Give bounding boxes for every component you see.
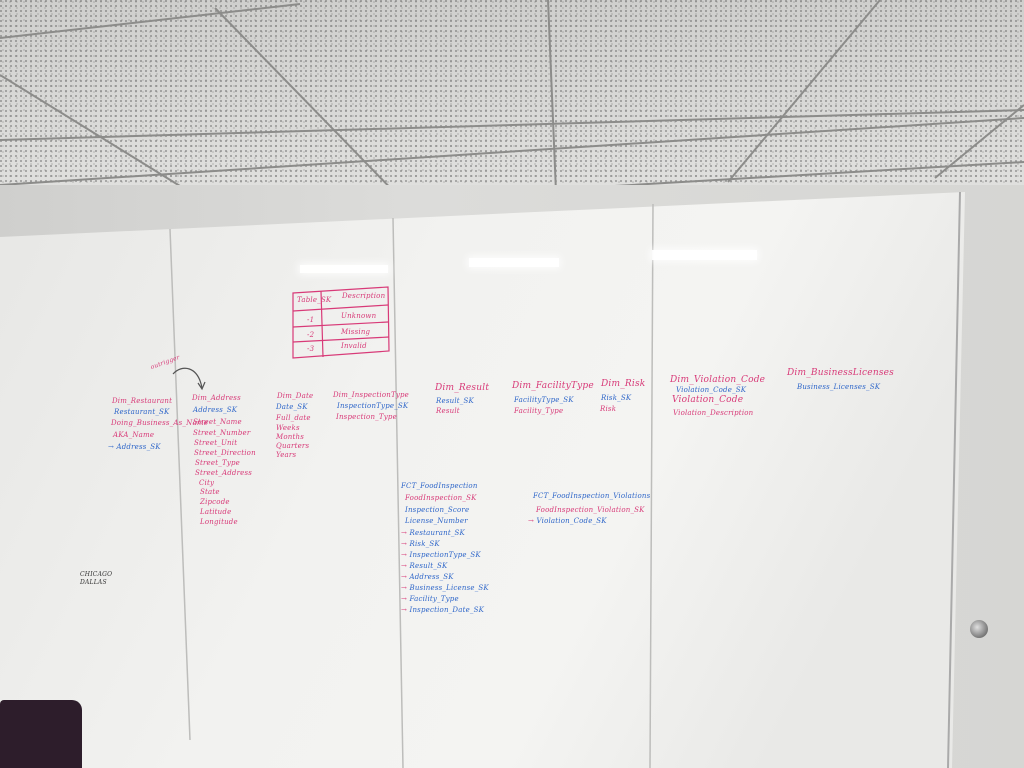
dim-address-field: Street_Number	[193, 429, 251, 437]
corner-note: DALLAS	[80, 579, 107, 586]
door-knob	[970, 620, 988, 638]
table-cell: Invalid	[341, 342, 367, 350]
whiteboard-panels	[0, 192, 965, 768]
fct-foodinspection-fk: → Inspection_Date_SK	[401, 606, 485, 614]
fct-foodinspection-fk: → Business_License_SK	[401, 584, 489, 592]
fct-violations-sk: FoodInspection_Violation_SK	[536, 506, 645, 514]
dim-address-field: Street_Unit	[194, 439, 238, 447]
dim-address-field: City	[199, 479, 215, 487]
dim-risk-field: Risk	[600, 405, 617, 413]
dim-facilitytype-sk: FacilityType_SK	[514, 396, 574, 404]
dim-date-field: Weeks	[276, 424, 300, 432]
dim-restaurant-field: Doing_Business_As_Name	[111, 419, 208, 427]
table-header-2: Description	[342, 292, 386, 300]
lookup-table-grid	[292, 286, 390, 359]
fct-foodinspection-field: Inspection_Score	[405, 506, 470, 514]
dim-date-field: Quarters	[276, 442, 310, 450]
fct-foodinspection-fk: → Address_SK	[401, 573, 454, 581]
dim-date-sk: Date_SK	[276, 403, 308, 411]
table-cell: -1	[307, 316, 315, 324]
dim-violationcode-title: Dim_Violation_Code	[670, 375, 766, 385]
dim-violationcode-field: Violation_Code	[672, 395, 744, 405]
chair	[0, 700, 82, 768]
dim-result-field: Result	[436, 407, 460, 415]
dim-date-title: Dim_Date	[277, 392, 314, 400]
dim-violationcode-sk: Violation_Code_SK	[676, 386, 747, 394]
light-reflection	[469, 258, 559, 267]
fct-foodinspection-fk: → InspectionType_SK	[401, 551, 481, 559]
dim-address-sk: Address_SK	[193, 406, 238, 414]
fct-foodinspection-title: FCT_FoodInspection	[401, 482, 478, 490]
dim-date-field: Months	[276, 433, 305, 441]
dim-facilitytype-title: Dim_FacilityType	[512, 381, 594, 391]
dim-date-field: Years	[276, 451, 297, 459]
dim-restaurant-field: AKA_Name	[113, 431, 155, 439]
dim-address-field: Street_Type	[195, 459, 240, 467]
dim-inspectiontype-title: Dim_InspectionType	[333, 391, 410, 399]
whiteboard	[0, 192, 965, 768]
table-cell: Unknown	[341, 312, 377, 320]
dim-address-title: Dim_Address	[192, 394, 241, 402]
light-reflection	[300, 265, 388, 273]
dim-address-field: Street_Direction	[194, 449, 256, 457]
dim-businesslicenses-sk: Business_Licenses_SK	[797, 383, 881, 391]
dim-date-field: Full_date	[276, 414, 311, 422]
dim-address-field: Zipcode	[200, 498, 230, 506]
dim-inspectiontype-field: Inspection_Type	[336, 413, 397, 421]
dim-result-sk: Result_SK	[436, 397, 474, 405]
table-cell: -3	[307, 345, 315, 353]
fct-violations-fk: → Violation_Code_SK	[528, 517, 607, 525]
dim-address-field: Street_Address	[195, 469, 253, 477]
dim-risk-sk: Risk_SK	[601, 394, 632, 402]
dim-inspectiontype-sk: InspectionType_SK	[337, 402, 409, 410]
fct-foodinspection-fk: → Result_SK	[401, 562, 448, 570]
fct-foodinspection-sk: FoodInspection_SK	[405, 494, 477, 502]
dim-result-title: Dim_Result	[435, 383, 490, 393]
dim-violationcode-field: Violation_Description	[673, 409, 754, 417]
dim-restaurant-fk: → Address_SK	[108, 443, 161, 451]
fct-foodinspection-fk: → Risk_SK	[401, 540, 440, 548]
light-reflection	[652, 250, 757, 260]
outrigger-arrow	[172, 367, 206, 391]
corner-note: CHICAGO	[80, 571, 113, 578]
table-cell: Missing	[341, 328, 371, 336]
fct-foodinspection-fk: → Facility_Type	[401, 595, 459, 603]
dim-address-field: State	[200, 488, 220, 496]
dim-restaurant-sk: Restaurant_SK	[114, 408, 170, 416]
table-header-1: Table_SK	[297, 296, 332, 304]
dim-facilitytype-field: Facility_Type	[514, 407, 564, 415]
dim-address-field: Longitude	[200, 518, 238, 526]
dim-address-field: Street_Name	[193, 418, 242, 426]
fct-foodinspection-field: License_Number	[405, 517, 468, 525]
table-cell: -2	[307, 331, 315, 339]
dim-risk-title: Dim_Risk	[601, 379, 646, 389]
dim-businesslicenses-title: Dim_BusinessLicenses	[787, 368, 894, 378]
fct-foodinspection-fk: → Restaurant_SK	[401, 529, 465, 537]
dim-address-field: Latitude	[200, 508, 232, 516]
fct-violations-title: FCT_FoodInspection_Violations	[533, 492, 651, 500]
dim-restaurant-title: Dim_Restaurant	[112, 397, 173, 405]
